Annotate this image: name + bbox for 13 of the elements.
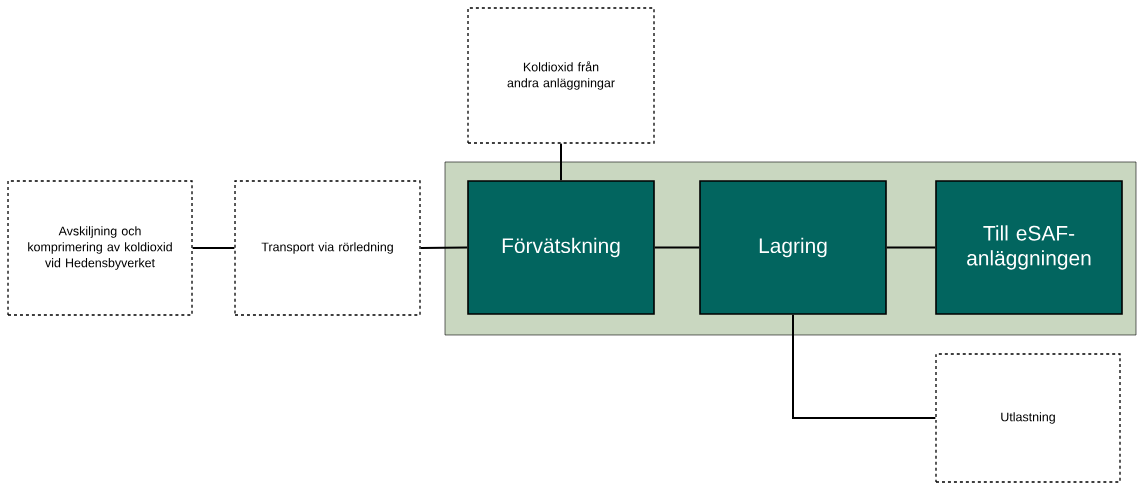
dashed-box: Avskiljning och komprimering av koldioxid vid Hedensbyverket — [7, 180, 193, 316]
connector-line — [885, 246, 937, 249]
dashed-box: Utlastning — [935, 353, 1121, 483]
process-box: Lagring — [699, 180, 887, 315]
connector-line — [560, 142, 562, 182]
process-box: Till eSAF-anläggningen — [935, 180, 1123, 315]
dashed-box: Transport via rörledning — [234, 180, 421, 316]
connector-line — [653, 246, 701, 249]
process-box: Förvätskning — [467, 180, 655, 315]
connector-line — [419, 246, 469, 249]
connector-line — [191, 247, 236, 249]
connector-line — [792, 313, 937, 419]
dashed-box: Koldioxid från andra anläggningar — [467, 7, 655, 144]
